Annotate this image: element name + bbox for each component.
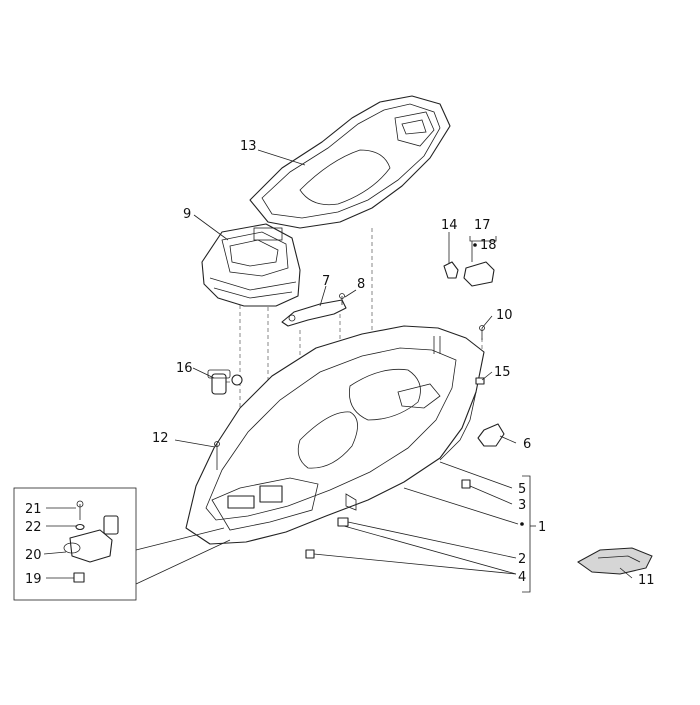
callout-4: 4	[518, 570, 526, 585]
part-4-nut	[305, 549, 315, 559]
callout-10: 10	[496, 308, 513, 323]
part-7-bracket	[281, 299, 347, 327]
part-1-main-body	[185, 325, 485, 545]
callout-1: 1	[538, 520, 546, 535]
part-18-cover	[463, 261, 495, 287]
part-10-screw	[479, 325, 485, 340]
callout-21: 21	[25, 502, 42, 517]
part-2-grommet	[337, 517, 349, 527]
callout-11: 11	[638, 573, 655, 588]
part-9-battery-box	[201, 223, 301, 307]
part-14-clip	[443, 261, 459, 279]
callout-15: 15	[494, 365, 511, 380]
marker-dot	[520, 522, 524, 526]
callout-17: 17	[474, 218, 491, 233]
callout-20: 20	[25, 548, 42, 563]
part-6-lid	[477, 423, 505, 447]
callout-labels: 1 2 3 4 5 6 7 8 9 10 11 12 13 14 15 16 1…	[25, 139, 655, 588]
callout-2: 2	[518, 552, 526, 567]
callout-8: 8	[357, 277, 365, 292]
callout-13: 13	[240, 139, 257, 154]
callout-22: 22	[25, 520, 42, 535]
part-12-screw	[214, 441, 220, 470]
callout-19: 19	[25, 572, 42, 587]
part-16-connector	[207, 369, 243, 395]
part-15-clip	[475, 377, 485, 385]
callout-16: 16	[176, 361, 193, 376]
part-13-liner	[249, 95, 451, 229]
callout-12: 12	[152, 431, 169, 446]
part-8-screw	[339, 293, 345, 305]
callout-3: 3	[518, 498, 526, 513]
group-1-bracket	[522, 475, 536, 593]
callout-7: 7	[322, 274, 330, 289]
callout-14: 14	[441, 218, 458, 233]
leader-lines	[43, 149, 633, 579]
part-11-cover-plate	[577, 547, 653, 575]
marker-dot	[473, 243, 477, 247]
part-3-clip	[461, 479, 471, 489]
callout-6: 6	[523, 437, 531, 452]
detail-inset	[13, 487, 231, 601]
callout-18: 18	[480, 238, 497, 253]
callout-5: 5	[518, 482, 526, 497]
callout-9: 9	[183, 207, 191, 222]
